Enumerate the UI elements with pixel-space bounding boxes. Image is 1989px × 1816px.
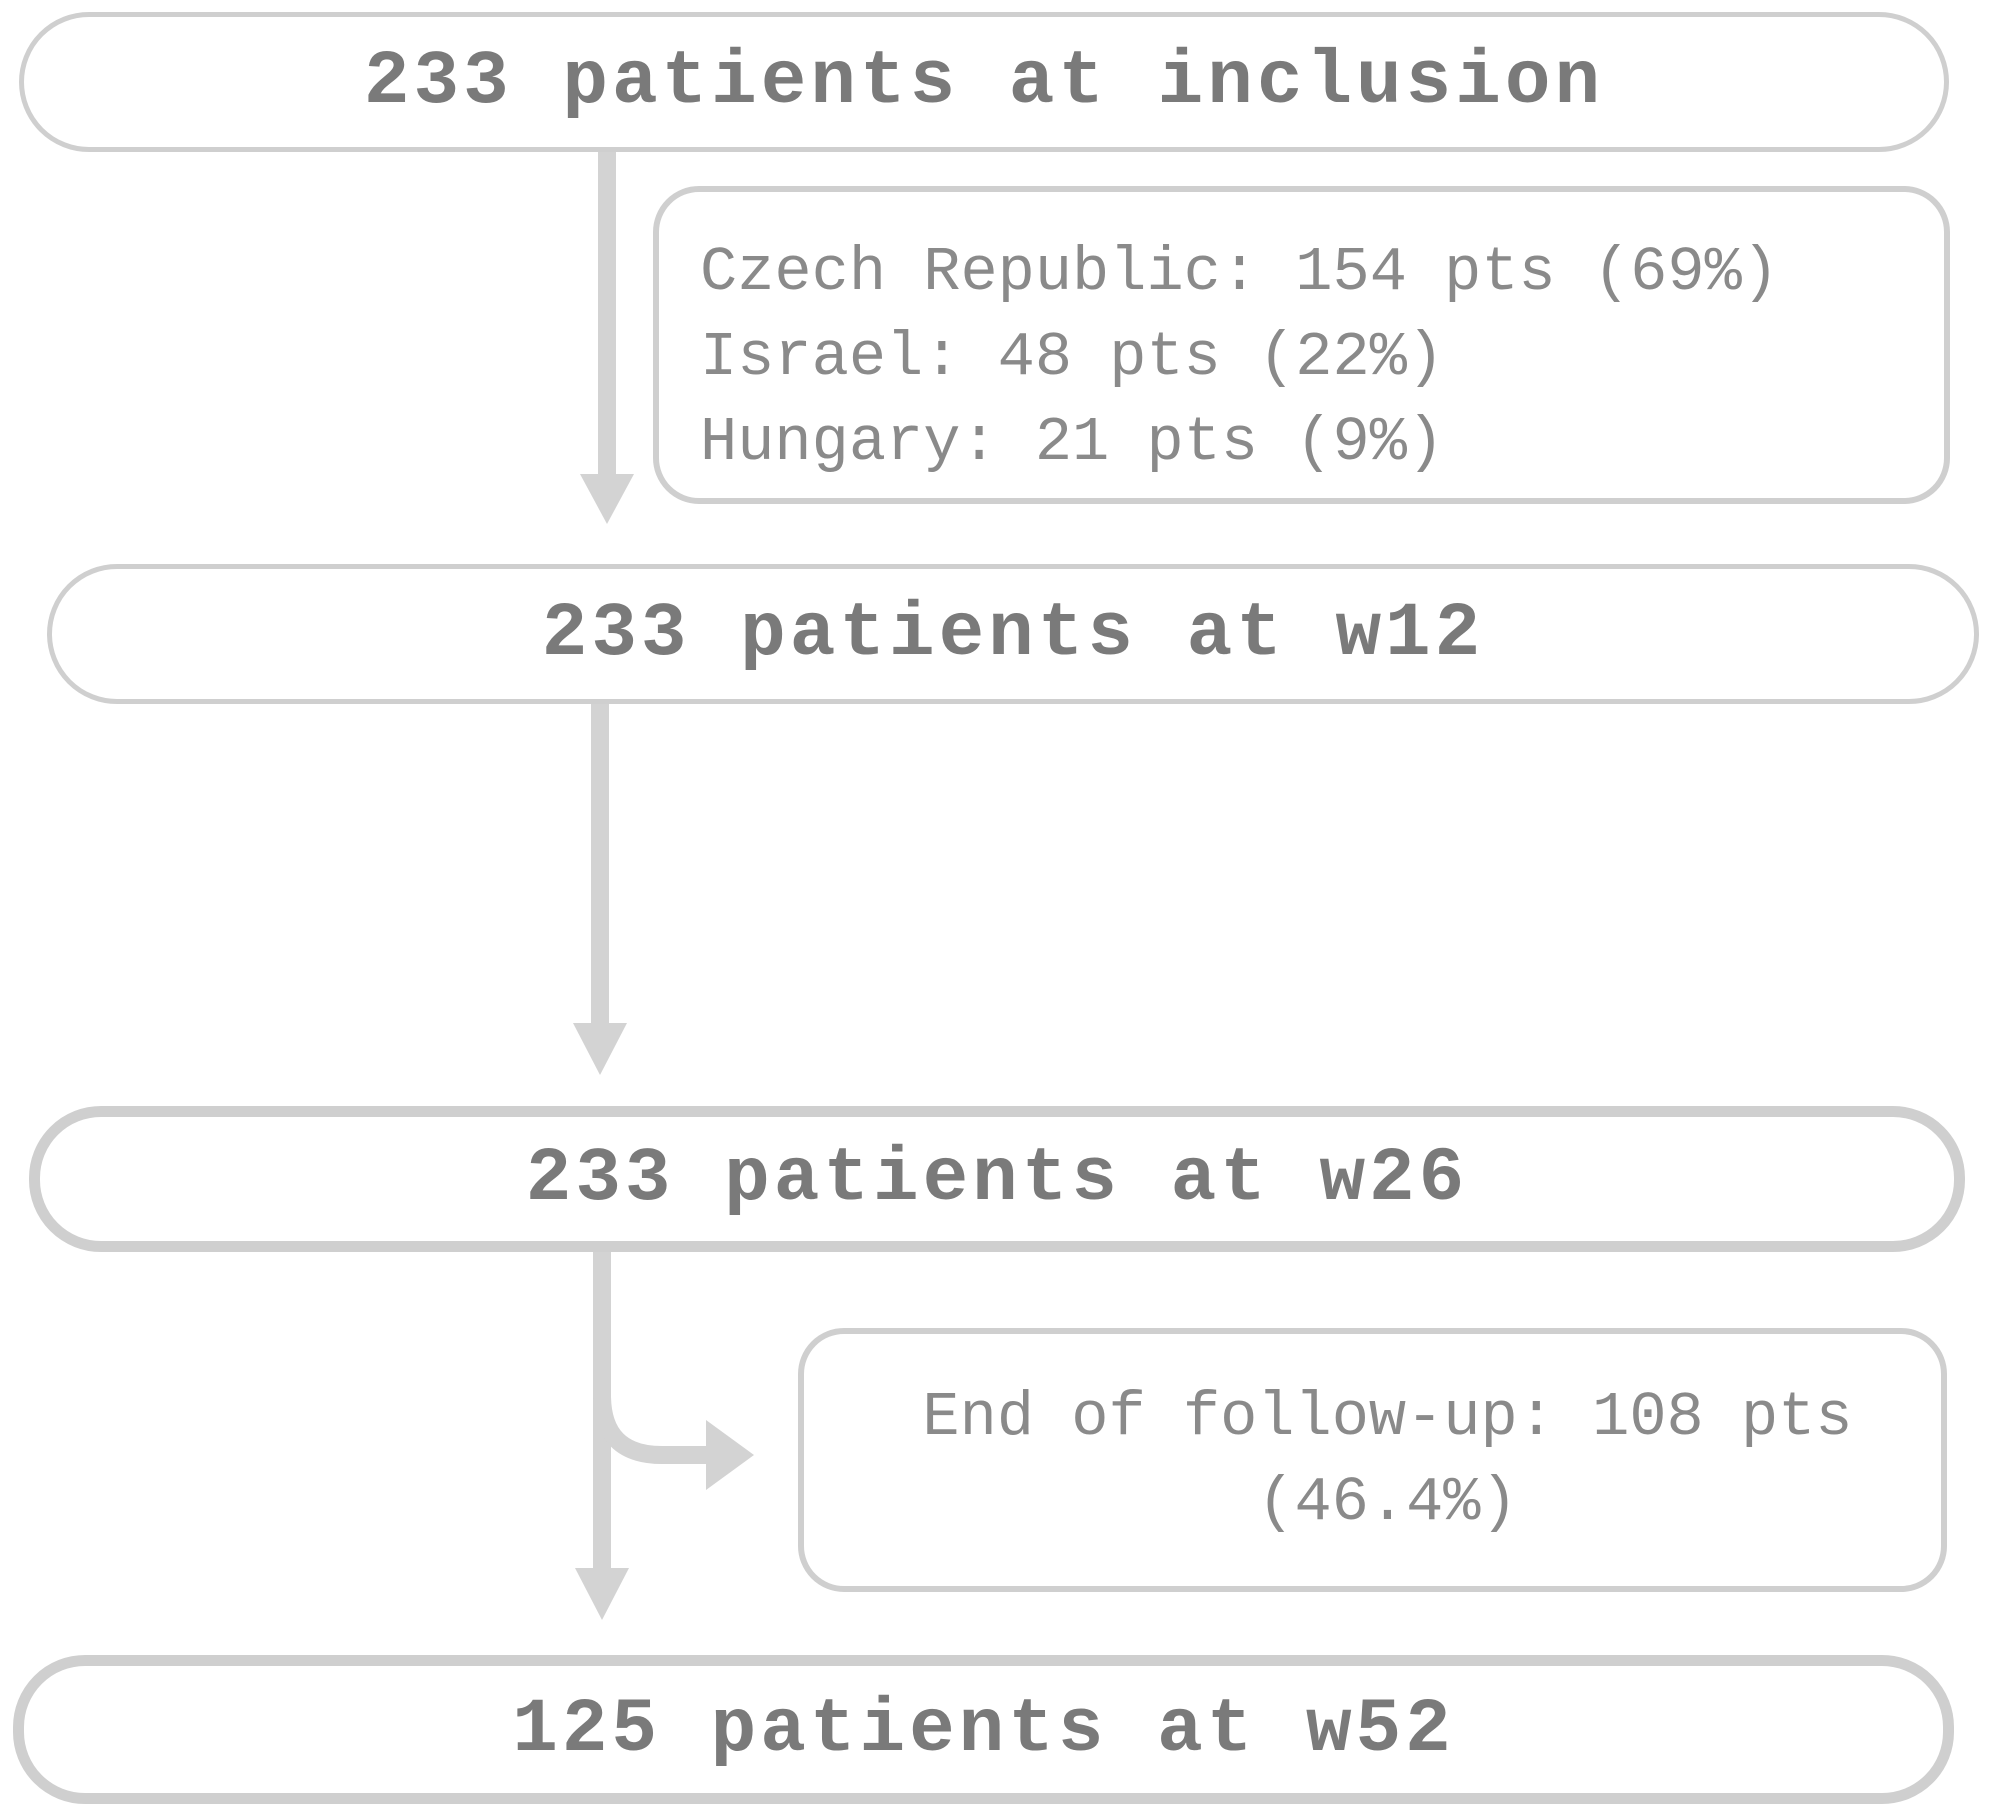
arrow-shaft-w12-w26 (591, 703, 609, 1028)
arrow-head-w12-w26 (573, 1023, 627, 1075)
country-czech-republic: Czech Republic: 154 pts (69%) (700, 237, 1779, 308)
arrow-shaft-inclusion-w12 (598, 150, 616, 477)
arrow-branch-followup (593, 1298, 712, 1464)
countries-box: Czech Republic: 154 pts (69%) Israel: 48… (653, 186, 1950, 504)
countries-list: Czech Republic: 154 pts (69%) Israel: 48… (659, 192, 1779, 485)
arrow-head-w26-w52 (575, 1568, 629, 1620)
w52-box: 125 patients at w52 (13, 1655, 1954, 1804)
inclusion-box: 233 patients at inclusion (19, 12, 1949, 152)
w12-box: 233 patients at w12 (47, 564, 1979, 704)
w12-label: 233 patients at w12 (541, 591, 1485, 677)
arrow-head-followup (706, 1420, 754, 1490)
w26-label: 233 patients at w26 (525, 1136, 1469, 1222)
arrow-head-inclusion-w12 (580, 474, 634, 524)
country-israel: Israel: 48 pts (22%) (700, 322, 1445, 393)
w26-box: 233 patients at w26 (29, 1106, 1965, 1252)
inclusion-label: 233 patients at inclusion (363, 39, 1605, 125)
followup-box: End of follow-up: 108 pts (46.4%) (798, 1328, 1947, 1592)
country-hungary: Hungary: 21 pts (9%) (700, 407, 1445, 478)
w52-label: 125 patients at w52 (512, 1686, 1455, 1773)
followup-label: End of follow-up: 108 pts (46.4%) (922, 1382, 1853, 1538)
